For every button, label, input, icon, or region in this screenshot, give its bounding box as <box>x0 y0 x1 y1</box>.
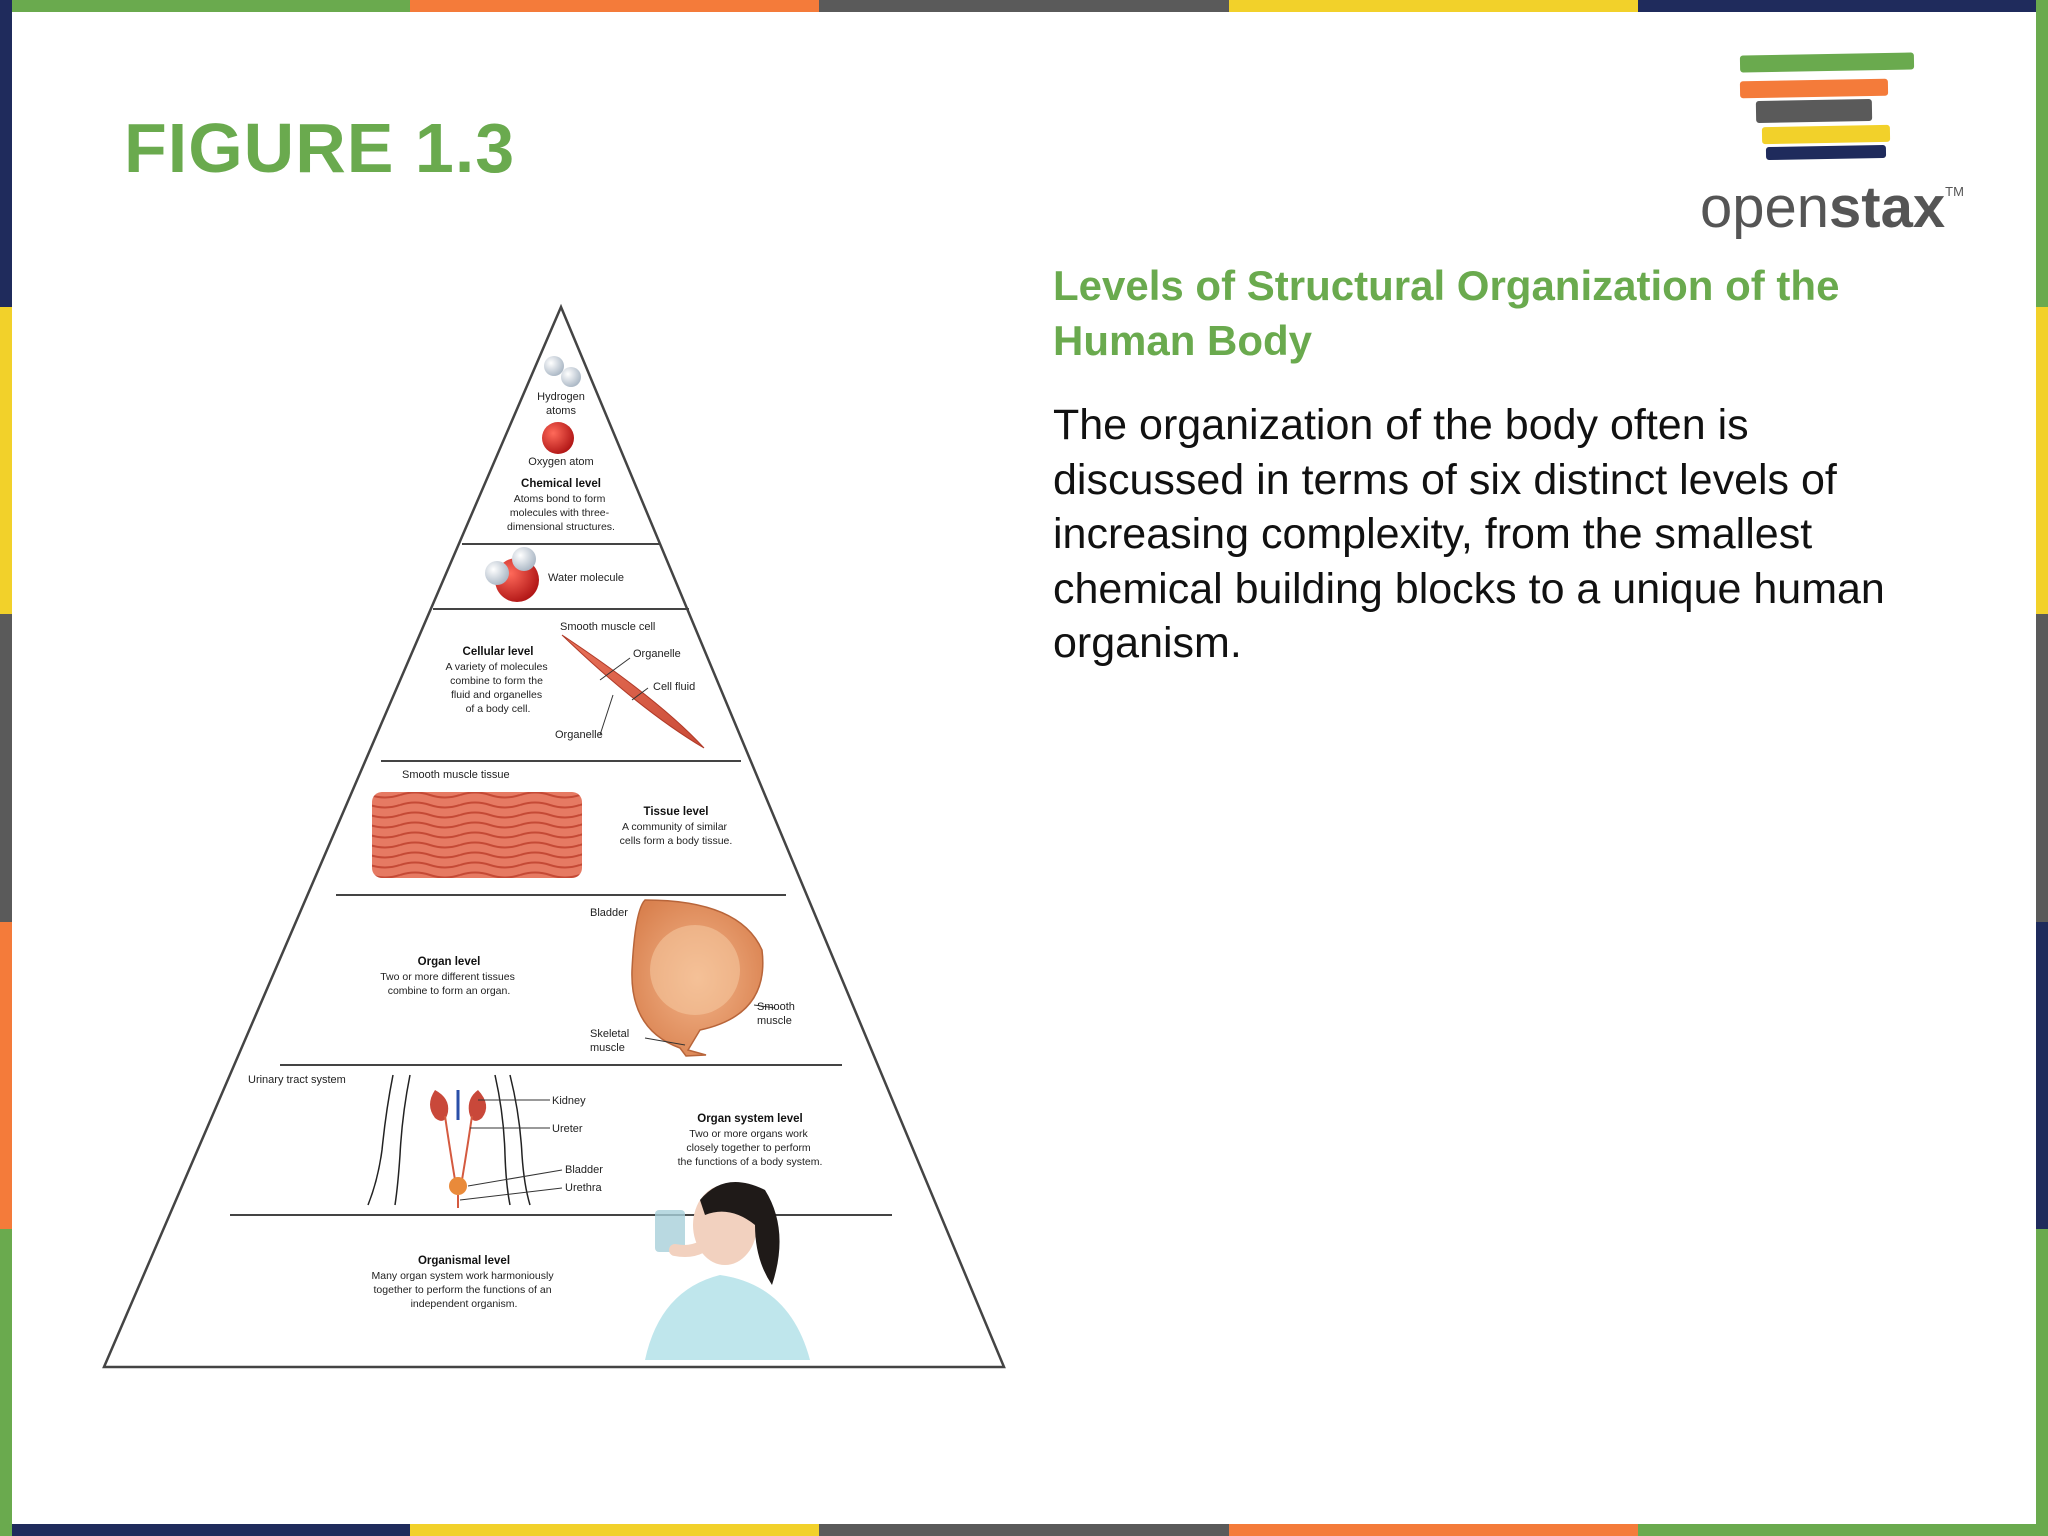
bladder-icon <box>449 1177 467 1195</box>
top-border-stripe <box>0 0 2048 12</box>
oxygen-atom-icon <box>542 422 574 454</box>
right-border-stripe <box>2036 0 2048 1536</box>
smooth-muscle-tissue-label: Smooth muscle tissue <box>402 769 510 781</box>
water-molecule-label: Water molecule <box>548 572 624 584</box>
organ-bladder-label: Bladder <box>590 907 628 919</box>
kidney-label: Kidney <box>552 1095 586 1107</box>
organ-system-level-description: Two or more organs work closely together… <box>678 1128 823 1168</box>
tissue-level-heading: Tissue level <box>644 806 709 818</box>
hydrogen-atom-icon <box>544 356 564 376</box>
description-text: The organization of the body often is di… <box>1053 401 1885 667</box>
organismal-level-description: Many organ system work harmoniously toge… <box>372 1270 557 1310</box>
smooth-muscle-tissue-icon <box>372 792 582 878</box>
cell-fluid-label: Cell fluid <box>653 681 695 693</box>
logo-bar-green <box>1739 52 1915 73</box>
kidney-icon <box>468 1090 487 1121</box>
urinary-tract-icon <box>367 1074 531 1206</box>
left-border-stripe <box>0 0 12 1536</box>
bottom-border-stripe <box>0 1524 2048 1536</box>
smooth-muscle-cell-icon <box>561 634 705 749</box>
chemical-level-description: Atoms bond to form molecules with three-… <box>507 493 615 533</box>
logo-bar-yellow <box>1761 124 1891 145</box>
organ-level-description: Two or more different tissues combine to… <box>380 971 518 997</box>
water-molecule-icon <box>485 547 539 602</box>
bladder-organ-icon <box>631 899 764 1057</box>
kidney-icon <box>430 1090 449 1121</box>
oxygen-label: Oxygen atom <box>528 456 593 468</box>
organelle-label-top: Organelle <box>633 648 681 660</box>
logo-bar-navy <box>1765 144 1887 161</box>
cellular-level-description: A variety of molecules combine to form t… <box>445 661 550 715</box>
figure-label: FIGURE 1.3 <box>124 109 516 187</box>
woman-drinking-illustration <box>645 1182 810 1360</box>
tissue-level-description: A community of similar cells form a body… <box>620 821 733 847</box>
smooth-muscle-cell-label: Smooth muscle cell <box>560 621 655 633</box>
ureter-label: Ureter <box>552 1123 583 1135</box>
logo-bar-orange <box>1739 78 1889 99</box>
urinary-tract-system-label: Urinary tract system <box>248 1074 346 1086</box>
urinary-bladder-label: Bladder <box>565 1164 603 1176</box>
openstax-logo: openstaxTM <box>1700 48 1990 248</box>
organismal-level-heading: Organismal level <box>418 1255 510 1267</box>
hydrogen-atom-icon <box>561 367 581 387</box>
urethra-label: Urethra <box>565 1182 603 1194</box>
chemical-level-heading: Chemical level <box>521 478 601 490</box>
organelle-label-bottom: Organelle <box>555 729 603 741</box>
organ-level-heading: Organ level <box>418 956 481 968</box>
logo-wordmark: openstaxTM <box>1700 175 1964 240</box>
cellular-level-heading: Cellular level <box>463 646 534 658</box>
logo-bar-gray <box>1755 98 1873 124</box>
organ-system-level-heading: Organ system level <box>697 1113 802 1125</box>
diagram-title: Levels of Structural Organization of the… <box>1053 262 1840 364</box>
